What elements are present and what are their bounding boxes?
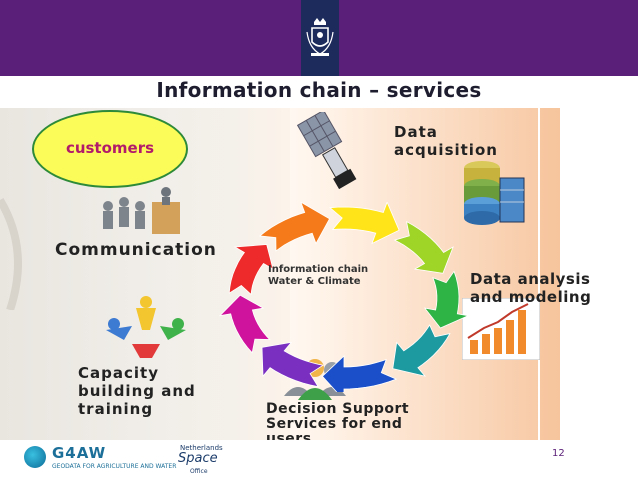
cycle-arrow-7 [218, 294, 271, 354]
cycle-arrow-8 [228, 244, 274, 296]
cycle-arrow-5 [321, 355, 398, 392]
lab-equipment-decoration [0, 197, 22, 310]
data-acquisition-line2: acquisition [394, 141, 498, 159]
cycle-arrow-3 [423, 270, 470, 329]
data-analysis-line2: and modeling [470, 288, 592, 306]
data-acquisition-label: Data acquisition [394, 123, 498, 159]
slide-title: Information chain – services [156, 78, 482, 102]
cycle-arrow-1 [328, 202, 400, 245]
communication-label: Communication [55, 240, 217, 260]
capacity-line1: Capacity [78, 364, 159, 382]
customers-badge: customers [32, 110, 188, 188]
globe-icon [24, 446, 46, 468]
page-number: 12 [552, 448, 565, 459]
footer [0, 440, 638, 479]
capacity-building-label: Capacity building and training [78, 364, 196, 418]
cycle-arrow-4 [392, 324, 451, 377]
data-analysis-label: Data analysis and modeling [470, 270, 591, 306]
dss-line2: Services for end [266, 416, 403, 432]
footer-logo-subtitle: GEODATA FOR AGRICULTURE AND WATER [52, 463, 177, 470]
partner-line3: Office [190, 468, 208, 475]
information-chain-cycle [218, 202, 470, 392]
coat-of-arms-icon [306, 18, 334, 56]
partner-line2: Space [178, 451, 218, 466]
data-acquisition-line1: Data [394, 123, 438, 141]
decision-support-label: Decision Support Services for end users [266, 402, 409, 447]
cycle-arrow-6 [261, 341, 325, 388]
cycle-center-line1: Information chain [268, 264, 369, 275]
satellite-icon [296, 112, 357, 190]
database-icon [464, 161, 525, 225]
audience-icon [103, 187, 180, 234]
cycle-arrow-2 [393, 220, 454, 274]
teamwork-icon [106, 296, 186, 358]
partner-line1: Netherlands [180, 444, 223, 452]
footer-logo-name: G4AW [52, 444, 107, 462]
customers-label: customers [65, 139, 155, 157]
capacity-line2: building and [78, 382, 196, 400]
background-right-edge [540, 108, 560, 440]
cycle-center-line2: Water & Climate [268, 276, 361, 287]
capacity-line3: training [78, 400, 154, 418]
dss-line1: Decision Support [266, 401, 410, 417]
data-analysis-line1: Data analysis [470, 270, 591, 288]
cycle-arrow-9 [258, 202, 331, 252]
bar-chart-icon [462, 298, 540, 360]
background-main [235, 108, 560, 440]
cycle-center-label: Information chain Water & Climate [268, 264, 396, 288]
